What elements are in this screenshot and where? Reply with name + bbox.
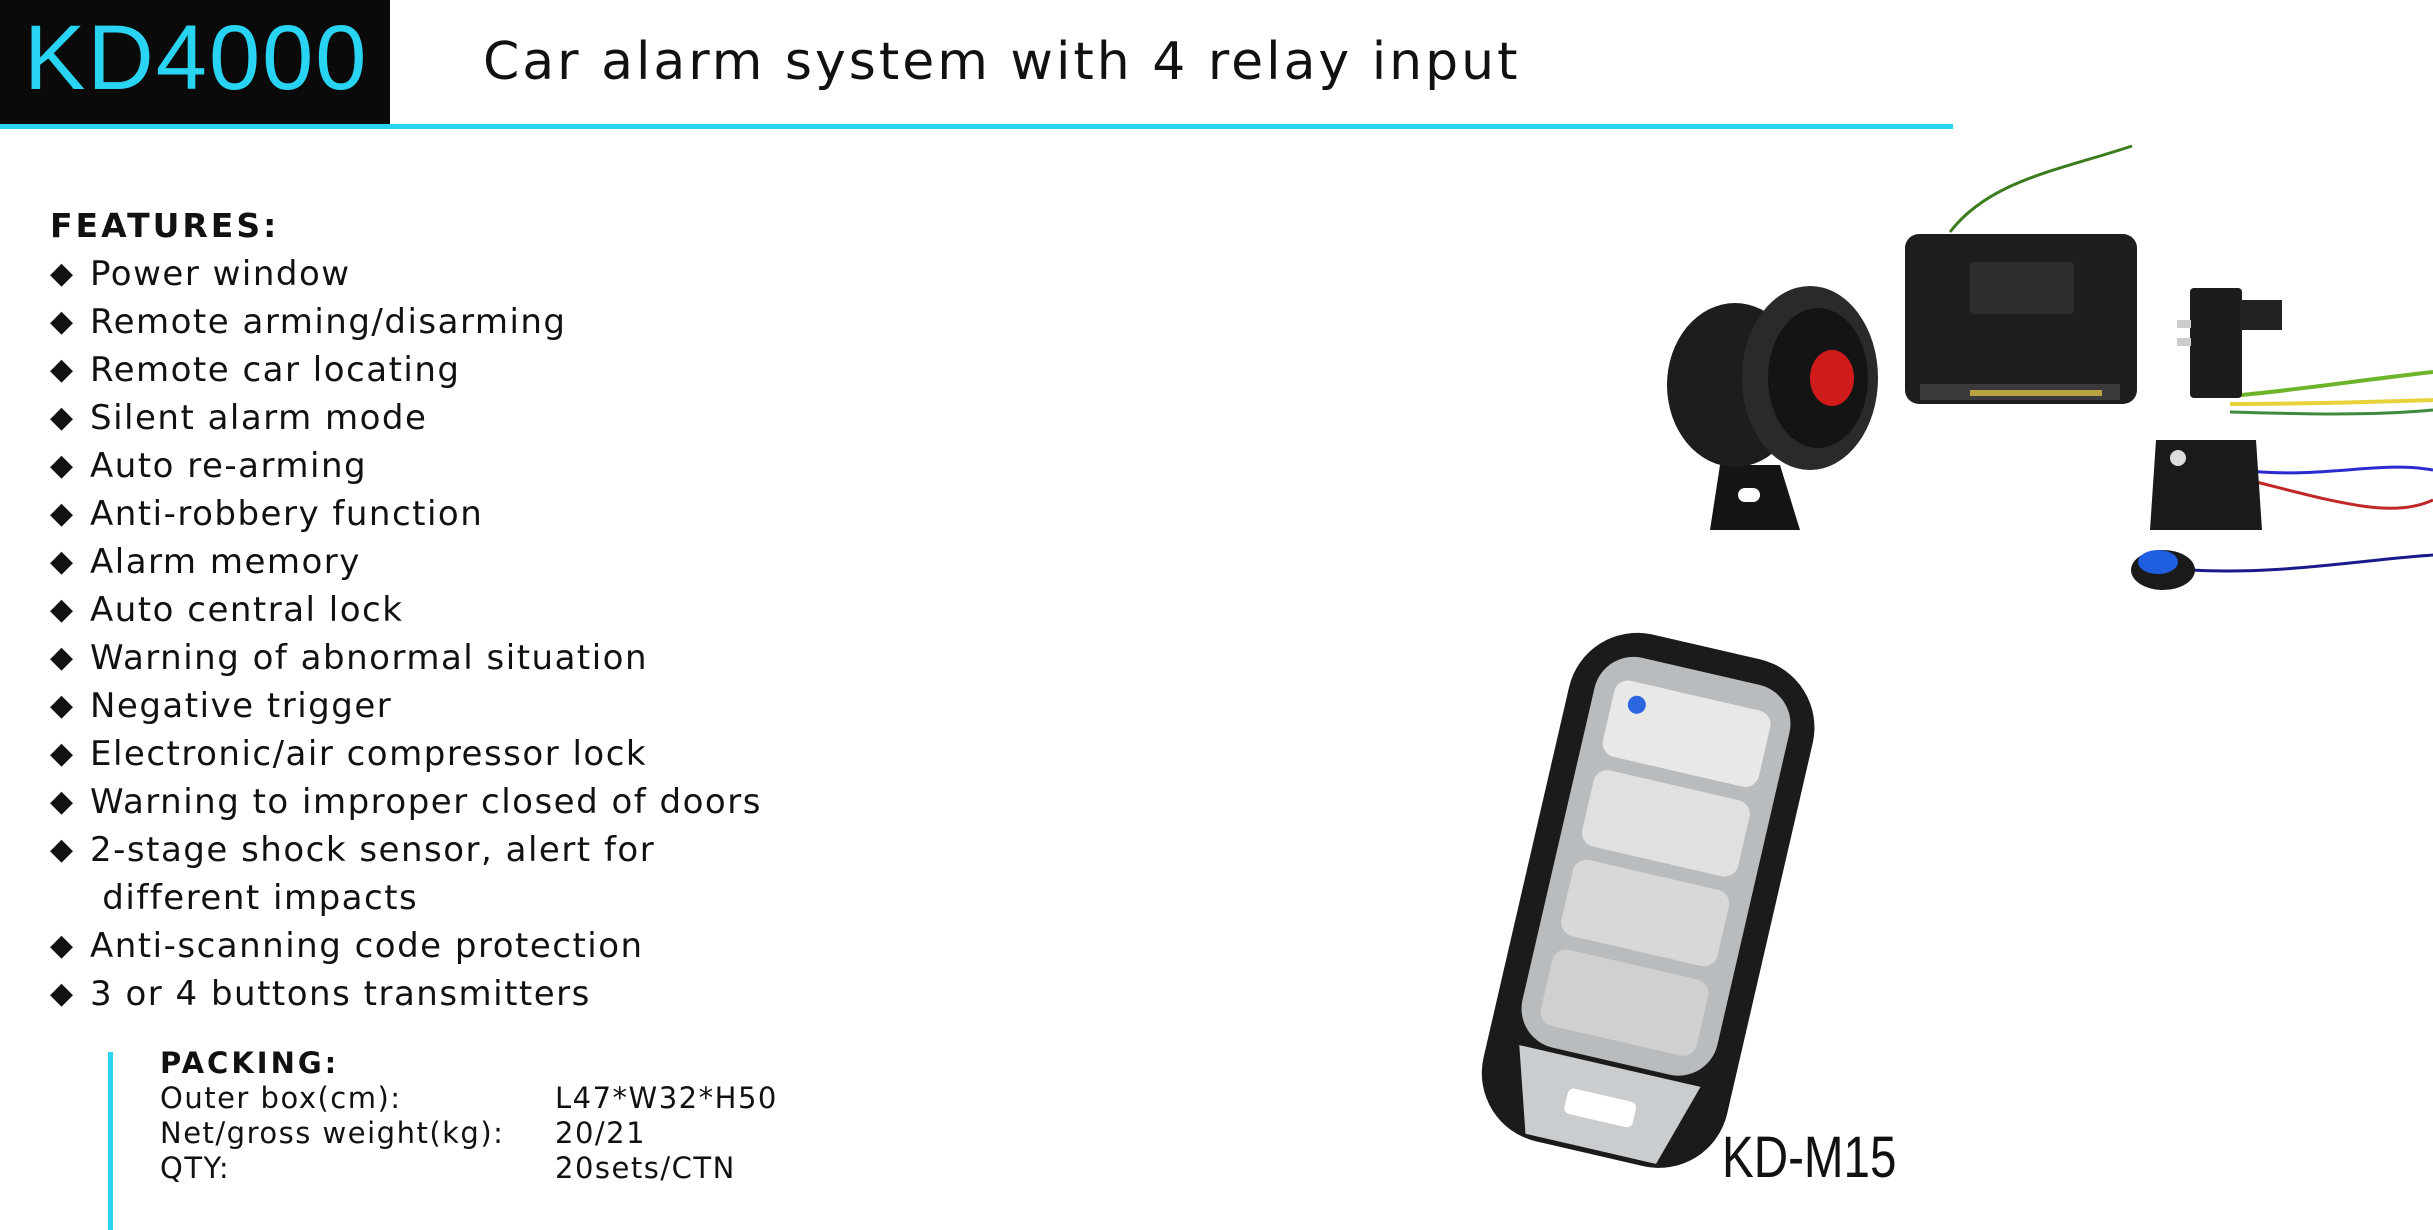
feature-item: ◆3 or 4 buttons transmitters [50,970,762,1018]
diamond-bullet-icon: ◆ [50,496,75,531]
packing-accent-bar [108,1052,113,1230]
remote-model-label: KD-M15 [1722,1125,1897,1190]
feature-item: ◆Anti-scanning code protection [50,922,762,970]
feature-item: ◆Warning to improper closed of doors [50,778,762,826]
page-title: Car alarm system with 4 relay input [483,32,1521,92]
relay-icon [2177,288,2282,398]
feature-item-continued: different impacts [90,878,419,918]
feature-item: ◆Auto re-arming [50,442,762,490]
feature-item: ◆Anti-robbery function [50,490,762,538]
feature-item: ◆2-stage shock sensor, alert for [50,826,762,874]
led-indicator-icon [2131,550,2195,590]
packing-row: Outer box(cm):L47*W32*H50 [160,1081,778,1115]
packing-row: QTY: 20sets/CTN [160,1151,736,1185]
diamond-bullet-icon: ◆ [50,256,75,291]
feature-item: ◆Remote arming/disarming [50,298,762,346]
shock-sensor-icon [2150,440,2262,530]
diamond-bullet-icon: ◆ [50,592,75,627]
diamond-bullet-icon: ◆ [50,976,75,1011]
control-unit-icon [1905,234,2137,404]
product-photo [1481,144,2433,1168]
packing-row: Net/gross weight(kg): 20/21 [160,1116,647,1150]
features-list: ◆Power window ◆Remote arming/disarming ◆… [50,250,762,1018]
siren-icon [1667,286,1878,530]
packing-info: PACKING: Outer box(cm):L47*W32*H50 Net/g… [160,1046,778,1186]
feature-item: ◆Power window [50,250,762,298]
title-divider [0,124,1953,129]
diamond-bullet-icon: ◆ [50,688,75,723]
packing-heading: PACKING: [160,1046,340,1080]
diamond-bullet-icon: ◆ [50,400,75,435]
diamond-bullet-icon: ◆ [50,928,75,963]
remote-key-fob-icon [1481,632,1815,1168]
feature-item: ◆Electronic/air compressor lock [50,730,762,778]
feature-item: ◆Remote car locating [50,346,762,394]
diamond-bullet-icon: ◆ [50,544,75,579]
diamond-bullet-icon: ◆ [50,784,75,819]
feature-item: ◆Alarm memory [50,538,762,586]
feature-item: ◆Auto central lock [50,586,762,634]
diamond-bullet-icon: ◆ [50,832,75,867]
feature-item: ◆Warning of abnormal situation [50,634,762,682]
diamond-bullet-icon: ◆ [50,736,75,771]
features-heading: FEATURES: [50,206,280,245]
diamond-bullet-icon: ◆ [50,352,75,387]
model-name: KD4000 [24,7,369,109]
diamond-bullet-icon: ◆ [50,448,75,483]
feature-item: ◆Negative trigger [50,682,762,730]
diamond-bullet-icon: ◆ [50,304,75,339]
feature-item: ◆Silent alarm mode [50,394,762,442]
model-badge: KD4000 [0,0,390,126]
diamond-bullet-icon: ◆ [50,640,75,675]
